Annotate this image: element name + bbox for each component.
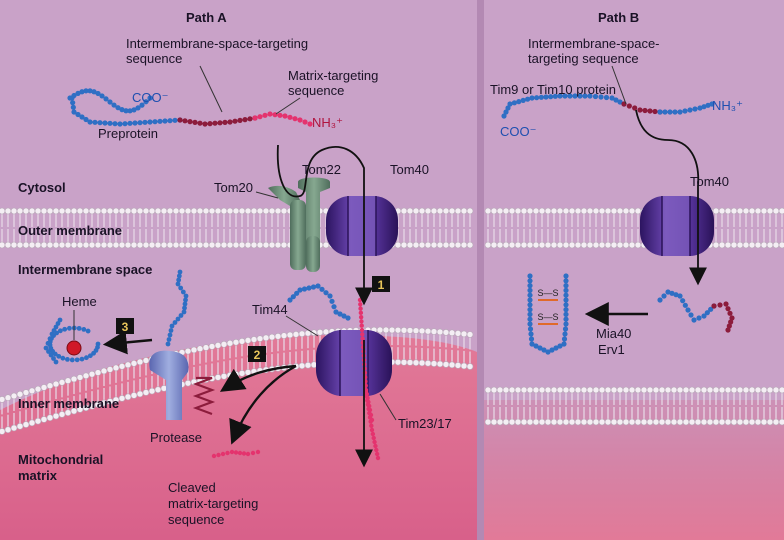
ims-seq-b-leader [611, 65, 627, 105]
tim44-label: Tim44 [252, 302, 288, 317]
cytosol-label: Cytosol [18, 180, 66, 195]
protease-label: Protease [150, 430, 202, 445]
tim23-leader [379, 393, 397, 421]
disulfide-bond-bottom: S—S [537, 312, 559, 325]
ims-seq-b-line1: Intermembrane-space- [528, 36, 660, 51]
matrix-seq-leader [275, 97, 301, 115]
step2-arrow-to-protease [219, 364, 297, 392]
step-2-badge: 2 [248, 346, 266, 362]
panel-divider [477, 0, 484, 540]
anchored-helix [192, 376, 216, 416]
tim23-17-label: Tim23/17 [398, 416, 452, 431]
path-a-title: Path A [186, 10, 227, 25]
import-path-b [635, 109, 707, 286]
outer-membrane-label: Outer membrane [18, 223, 122, 238]
step-1-label: 1 [378, 278, 385, 292]
tom20-receptor [268, 185, 306, 270]
protease-enzyme [149, 350, 189, 420]
ims-seq-a-line2: sequence [126, 51, 182, 66]
matrix-seq-line1: Matrix-targeting [288, 68, 378, 83]
matrix-seq-line2: sequence [288, 83, 344, 98]
tom22-receptor [298, 177, 330, 272]
step-3-label: 3 [122, 320, 129, 334]
intermembrane-space-label: Intermembrane space [18, 262, 152, 277]
tom20-leader [255, 191, 279, 199]
polypeptide-chains [43, 88, 735, 461]
preprotein-label: Preprotein [98, 126, 158, 141]
tom40-channel-b [640, 196, 714, 256]
nh3-terminus-a: NH₃⁺ [312, 115, 343, 130]
ims-seq-a-line1: Intermembrane-space-targeting [126, 36, 308, 51]
cleaved-line3: sequence [168, 512, 224, 527]
mitochondrial-line2: matrix [18, 468, 58, 483]
tom40-a-label: Tom40 [390, 162, 429, 177]
coo-terminus-a: COO⁻ [132, 90, 168, 105]
tom20-label: Tom20 [214, 180, 253, 195]
heme-label: Heme [62, 294, 97, 309]
step2-arrow-to-matrix [229, 364, 297, 445]
tom40-b-label: Tom40 [690, 174, 729, 189]
import-path-a [276, 144, 373, 306]
cleaved-line2: matrix-targeting [168, 496, 258, 511]
outer-membrane-b [484, 207, 784, 249]
tom22-label: Tom22 [302, 162, 341, 177]
step3-arrow [102, 330, 153, 355]
inner-membrane-label: Inner membrane [18, 396, 119, 411]
ims-seq-b-line2: targeting sequence [528, 51, 639, 66]
tim44-leader [285, 315, 319, 337]
path-b-title: Path B [598, 10, 639, 25]
erv1-label: Erv1 [598, 342, 625, 357]
cleaved-line1: Cleaved [168, 480, 216, 495]
inner-membrane-b [484, 386, 784, 426]
mia40-label: Mia40 [596, 326, 631, 341]
step-2-label: 2 [254, 348, 261, 362]
coo-terminus-b: COO⁻ [500, 124, 536, 139]
step-1-badge: 1 [372, 276, 390, 292]
tim9-10-label: Tim9 or Tim10 protein [490, 82, 616, 97]
ss-top-label: S—S [537, 288, 558, 298]
tom40-channel-a [326, 196, 398, 256]
step-3-badge: 3 [116, 318, 134, 334]
heme-group [66, 340, 82, 356]
mitochondrial-line1: Mitochondrial [18, 452, 103, 467]
nh3-terminus-b: NH₃⁺ [712, 98, 743, 113]
ss-bottom-label: S—S [537, 312, 558, 322]
tim23-17-channel [316, 330, 392, 396]
ims-seq-a-leader [199, 65, 223, 113]
disulfide-bond-top: S—S [537, 288, 559, 301]
